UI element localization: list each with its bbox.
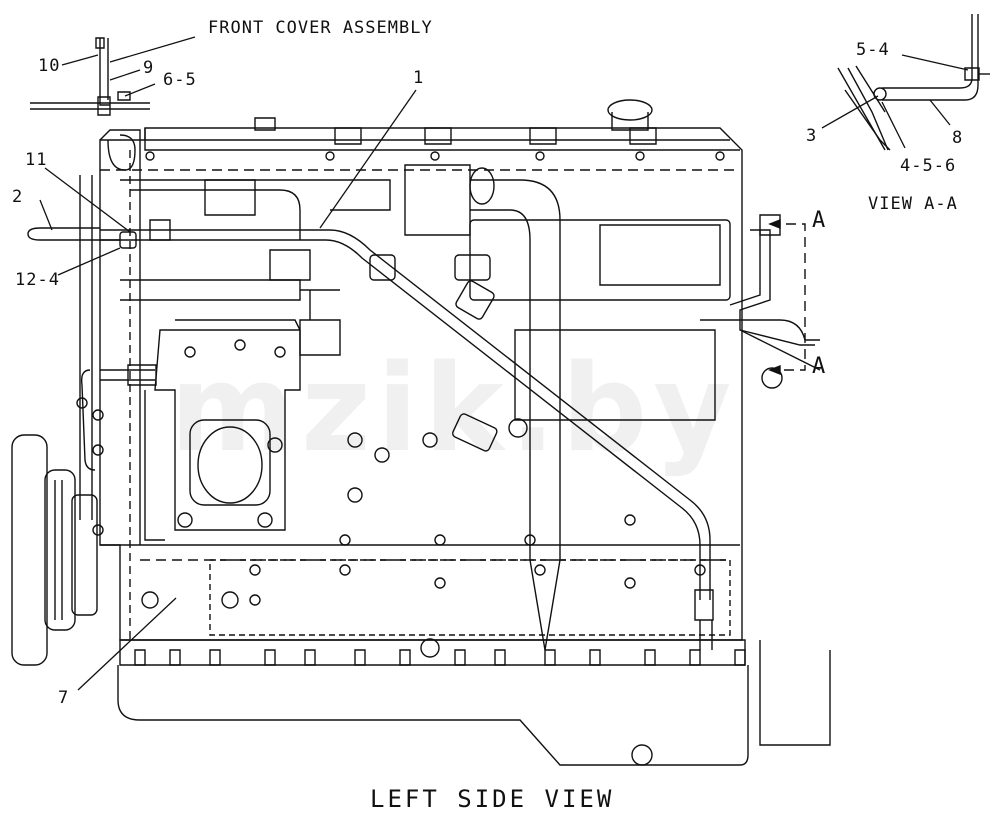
view-aa-inset: [838, 14, 990, 150]
callout-7: 7: [58, 688, 70, 708]
fuel-pump: [82, 320, 300, 540]
tube-part-8: [700, 215, 820, 388]
front-cover-inset: [30, 38, 150, 115]
callout-9: 9: [143, 58, 155, 78]
callout-2: 2: [12, 187, 24, 207]
view-title: LEFT SIDE VIEW: [370, 785, 615, 813]
engine-block: [100, 100, 830, 765]
part-2-tube: [28, 228, 120, 240]
section-a-top: A: [812, 208, 827, 233]
callout-10: 10: [38, 56, 61, 76]
callout-4-5-6: 4-5-6: [900, 156, 957, 176]
breather-tube: [100, 230, 713, 650]
callout-11: 11: [25, 150, 48, 170]
section-a-bottom: A: [812, 354, 827, 379]
callout-8: 8: [952, 128, 964, 148]
callout-3: 3: [806, 126, 818, 146]
view-aa-label: VIEW A-A: [868, 194, 958, 214]
upper-fittings: [120, 180, 527, 502]
intake-elbow: [405, 165, 560, 650]
callout-5-4: 5-4: [856, 40, 890, 60]
section-markers: [770, 220, 805, 374]
callout-1: 1: [413, 68, 425, 88]
callout-6-5: 6-5: [163, 70, 197, 90]
front-cover-assembly-label: FRONT COVER ASSEMBLY: [208, 18, 433, 38]
crankshaft-damper: [12, 435, 97, 665]
callout-12-4: 12-4: [15, 270, 60, 290]
watermark: mzik.by: [170, 340, 738, 479]
front-cover: [77, 130, 140, 545]
leader-lines: [40, 37, 968, 690]
